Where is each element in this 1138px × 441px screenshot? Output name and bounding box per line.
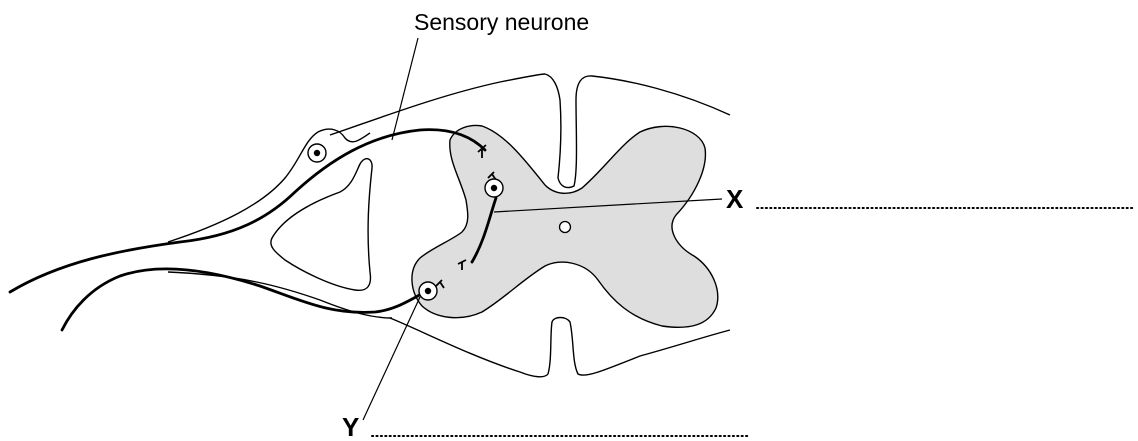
sensory-cell-body (308, 144, 326, 162)
sensory-neurone-label: Sensory neurone (414, 9, 589, 35)
motor-cell-body (419, 282, 437, 300)
central-canal (560, 222, 571, 233)
dorsal-root-ganglion (168, 129, 370, 242)
ventral-fissure (548, 318, 730, 376)
white-matter-inner-loop (271, 159, 372, 291)
y-label: Y (342, 412, 359, 441)
relay-cell-body (485, 179, 503, 197)
white-matter-lower-edge (390, 318, 548, 377)
x-label: X (726, 184, 744, 214)
white-matter-upper-edge (330, 74, 545, 135)
sensory-leader-line (392, 38, 418, 140)
